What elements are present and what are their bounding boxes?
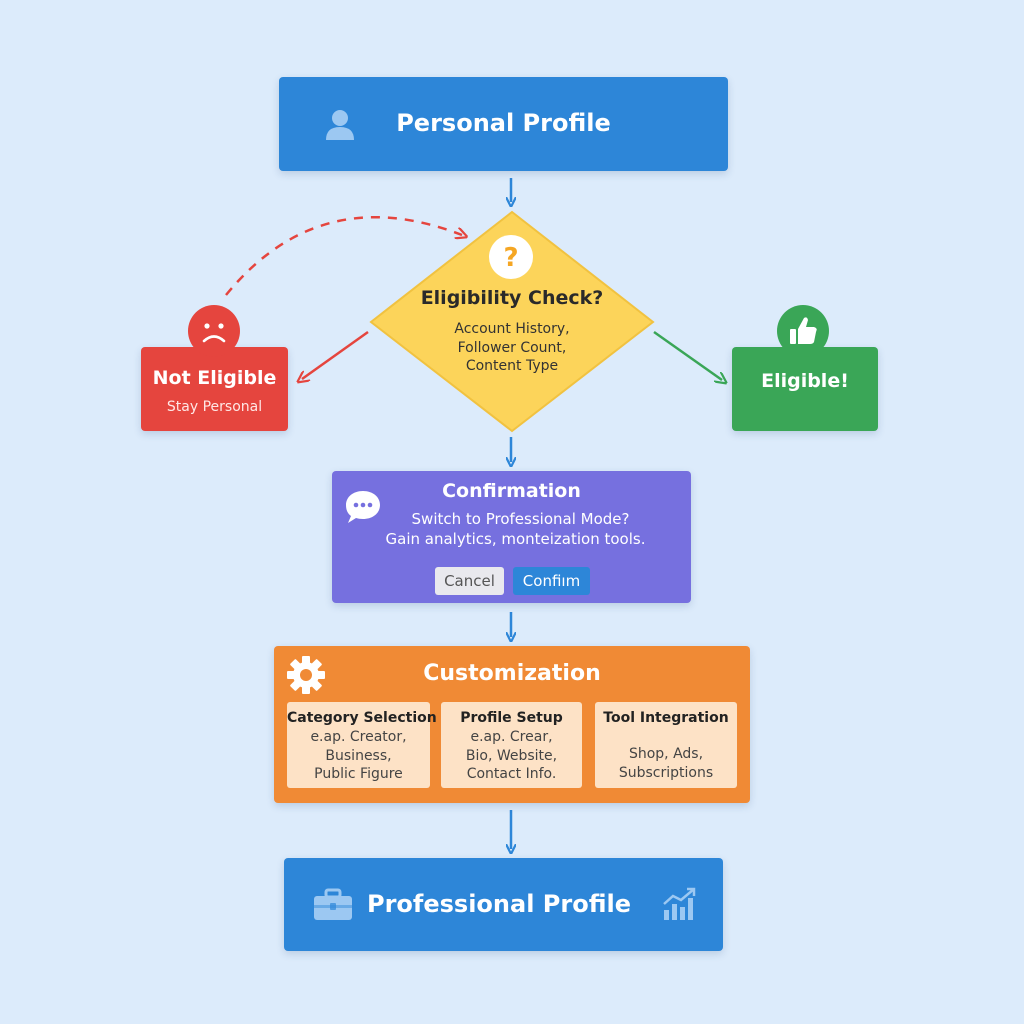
- professional-profile-node[interactable]: [284, 858, 723, 951]
- confirmation-line-1: Switch to Professional Mode?: [411, 510, 630, 528]
- not-eligible-subtitle: Stay Personal: [166, 399, 263, 415]
- dashed-retry-arrow: [225, 216, 462, 296]
- category-selection-line-2: Business,: [325, 748, 392, 764]
- thumbs-up-icon: [777, 305, 829, 357]
- eligibility-line-1: Account History,: [454, 321, 570, 337]
- chart-icon: [663, 887, 696, 920]
- arrow-check-to-eligible: [653, 330, 722, 380]
- eligibility-check-title: Eligibility Check?: [420, 287, 604, 309]
- category-selection-card[interactable]: Category Selection e.ap. Creator, Busine…: [287, 702, 437, 788]
- personal-profile-node[interactable]: [279, 77, 728, 171]
- tool-integration-line-1: Shop, Ads,: [628, 746, 704, 762]
- category-selection-title: Category Selection: [287, 710, 437, 726]
- profile-setup-line-2: Bio, Website,: [465, 748, 558, 764]
- profile-setup-title: Profile Setup: [460, 710, 563, 726]
- user-icon: [326, 110, 354, 140]
- confirmation-title: Confirmation: [442, 480, 581, 502]
- category-selection-line-3: Public Figure: [314, 766, 403, 782]
- tool-integration-line-2: Subscriptions: [618, 765, 714, 781]
- confirmation-line-2: Gain analytics, monteization tools.: [385, 530, 646, 548]
- gear-icon: [287, 656, 325, 694]
- cancel-button[interactable]: Cancel: [435, 567, 504, 595]
- confirm-button[interactable]: Confiım: [513, 567, 590, 595]
- svg-text:?: ?: [503, 243, 518, 273]
- not-eligible-node[interactable]: [141, 347, 288, 431]
- category-selection-line-1: e.ap. Creator,: [310, 729, 407, 745]
- tool-integration-card[interactable]: Tool Integration Shop, Ads, Subscription…: [595, 702, 737, 788]
- eligible-node[interactable]: [732, 347, 878, 431]
- chat-bubble-icon: [346, 491, 380, 523]
- question-icon: ?: [489, 235, 533, 279]
- sad-face-icon: [188, 305, 240, 357]
- professional-profile-title: Professional Profile: [367, 890, 631, 918]
- eligibility-line-2: Follower Count,: [457, 340, 567, 356]
- profile-setup-line-3: Contact Info.: [466, 766, 557, 782]
- eligibility-check-diamond[interactable]: [368, 210, 656, 434]
- briefcase-icon: [314, 888, 352, 920]
- arrow-check-to-not-eligible: [302, 330, 369, 379]
- tool-integration-title: Tool Integration: [603, 710, 729, 726]
- not-eligible-title: Not Eligible: [152, 367, 277, 389]
- profile-setup-card[interactable]: Profile Setup e.ap. Crear, Bio, Website,…: [441, 702, 582, 788]
- customization-title: Customization: [423, 661, 601, 686]
- confirmation-node: [332, 471, 691, 603]
- eligible-title: Eligible!: [761, 370, 849, 392]
- eligibility-line-3: Content Type: [465, 358, 559, 374]
- personal-profile-title: Personal Profile: [396, 109, 611, 137]
- profile-setup-line-1: e.ap. Crear,: [470, 729, 553, 745]
